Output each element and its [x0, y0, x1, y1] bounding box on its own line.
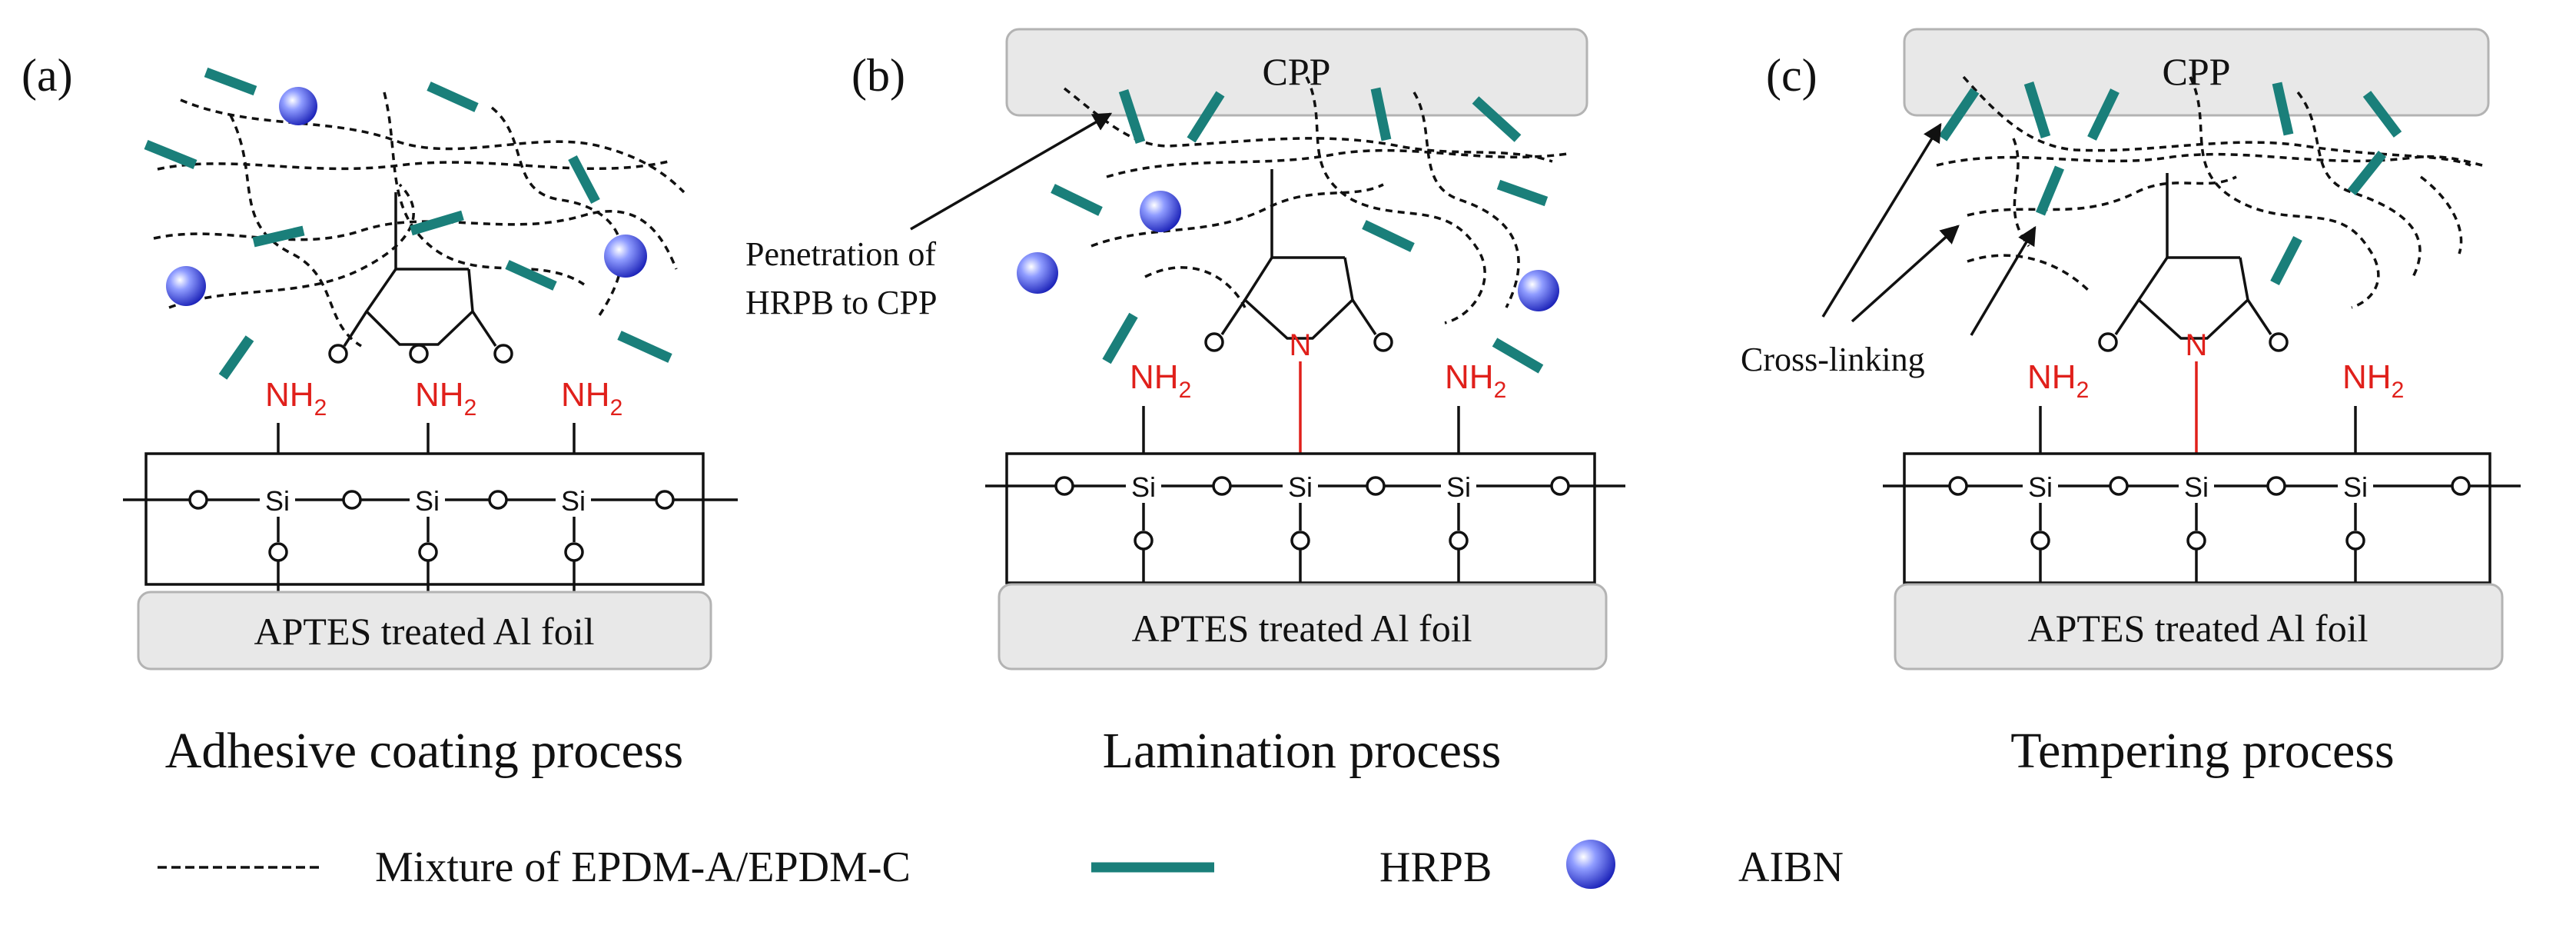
panel-a-caption: Adhesive coating process	[165, 723, 683, 779]
panel-a-anhydride-ring	[328, 192, 513, 364]
panel-b-cpp-label: CPP	[1263, 50, 1331, 93]
panel-a-silane-layer: Si Si Si	[123, 452, 738, 598]
panel-a-hrpb-bars	[144, 67, 672, 380]
panel-c-caption: Tempering process	[2010, 723, 2394, 779]
svg-text:Si: Si	[1288, 471, 1313, 503]
panel-c-amine-groups: NH2 NH2	[2027, 358, 2404, 469]
panel-c-annotation: Cross-linking	[1741, 341, 1925, 378]
svg-text:Si: Si	[2343, 471, 2368, 503]
panel-c-succinimide-ring: N	[2098, 173, 2289, 484]
svg-text:NH2: NH2	[1445, 358, 1506, 403]
panel-c-cpp-layer	[1903, 28, 2490, 117]
panel-a: (a)	[22, 50, 738, 779]
svg-text:NH2: NH2	[1130, 358, 1191, 403]
panel-b-polymer-chains	[1063, 76, 1569, 324]
panel-c-letter: (c)	[1766, 50, 1817, 101]
svg-text:Si: Si	[1446, 471, 1471, 503]
svg-text:N: N	[2186, 328, 2208, 362]
legend: Mixture of EPDM-A/EPDM-C HRPB AIBN	[158, 840, 1844, 891]
panel-b-substrate-label: APTES treated Al foil	[1132, 607, 1472, 650]
svg-text:Si: Si	[265, 485, 290, 517]
legend-mixture-label: Mixture of EPDM-A/EPDM-C	[375, 843, 911, 891]
panel-c-silane-layer: Si Si Si	[1883, 452, 2521, 597]
legend-aibn-label: AIBN	[1738, 843, 1844, 891]
panel-b-cpp-layer	[1005, 28, 1588, 117]
panel-b-substrate	[998, 583, 1608, 670]
panel-c-hrpb-bars	[1938, 82, 2402, 285]
panel-c-substrate-label: APTES treated Al foil	[2028, 607, 2369, 650]
panel-a-substrate-label: APTES treated Al foil	[254, 610, 595, 653]
panel-c: (c) CPP Cross-linking	[1741, 28, 2521, 779]
panel-a-polymer-chains	[153, 92, 685, 348]
svg-text:Si: Si	[1131, 471, 1156, 503]
panel-b-hrpb-bars	[1051, 87, 1549, 374]
panel-b-succinimide-ring: N	[1204, 169, 1393, 484]
panel-a-letter: (a)	[22, 50, 73, 101]
panel-b-caption: Lamination process	[1103, 723, 1502, 779]
panel-c-cpp-label: CPP	[2163, 50, 2231, 93]
svg-text:NH2: NH2	[2027, 358, 2089, 403]
legend-hrpb-label: HRPB	[1379, 843, 1492, 891]
svg-text:NH2: NH2	[415, 376, 476, 421]
panel-b-silane-layer: Si Si Si	[985, 452, 1625, 597]
panel-c-substrate	[1894, 583, 2504, 670]
panel-b-annotation-arrow	[910, 112, 1113, 231]
svg-text:Si: Si	[2184, 471, 2209, 503]
svg-text:Si: Si	[415, 485, 440, 517]
svg-text:Si: Si	[2028, 471, 2053, 503]
panel-b-aibn-spheres	[1017, 191, 1559, 311]
legend-aibn-sphere-icon	[1566, 840, 1615, 889]
panel-b-annotation-line2: HRPB to CPP	[745, 284, 937, 321]
panel-a-substrate	[137, 591, 712, 670]
svg-text:NH2: NH2	[561, 376, 622, 421]
svg-text:Si: Si	[561, 485, 586, 517]
panel-c-polymer-chains	[1936, 75, 2483, 309]
panel-b-annotation-line1: Penetration of	[745, 235, 936, 273]
panel-a-aibn-spheres	[166, 87, 647, 306]
svg-text:NH2: NH2	[2342, 358, 2404, 403]
panel-c-annotation-arrows	[1821, 122, 2037, 336]
svg-text:N: N	[1290, 328, 1312, 362]
panel-a-amine-groups: NH2 NH2 NH2	[265, 376, 622, 469]
panel-b: (b) CPP Penetration o	[745, 28, 1625, 779]
svg-text:NH2: NH2	[265, 376, 327, 421]
panel-b-letter: (b)	[851, 50, 905, 101]
